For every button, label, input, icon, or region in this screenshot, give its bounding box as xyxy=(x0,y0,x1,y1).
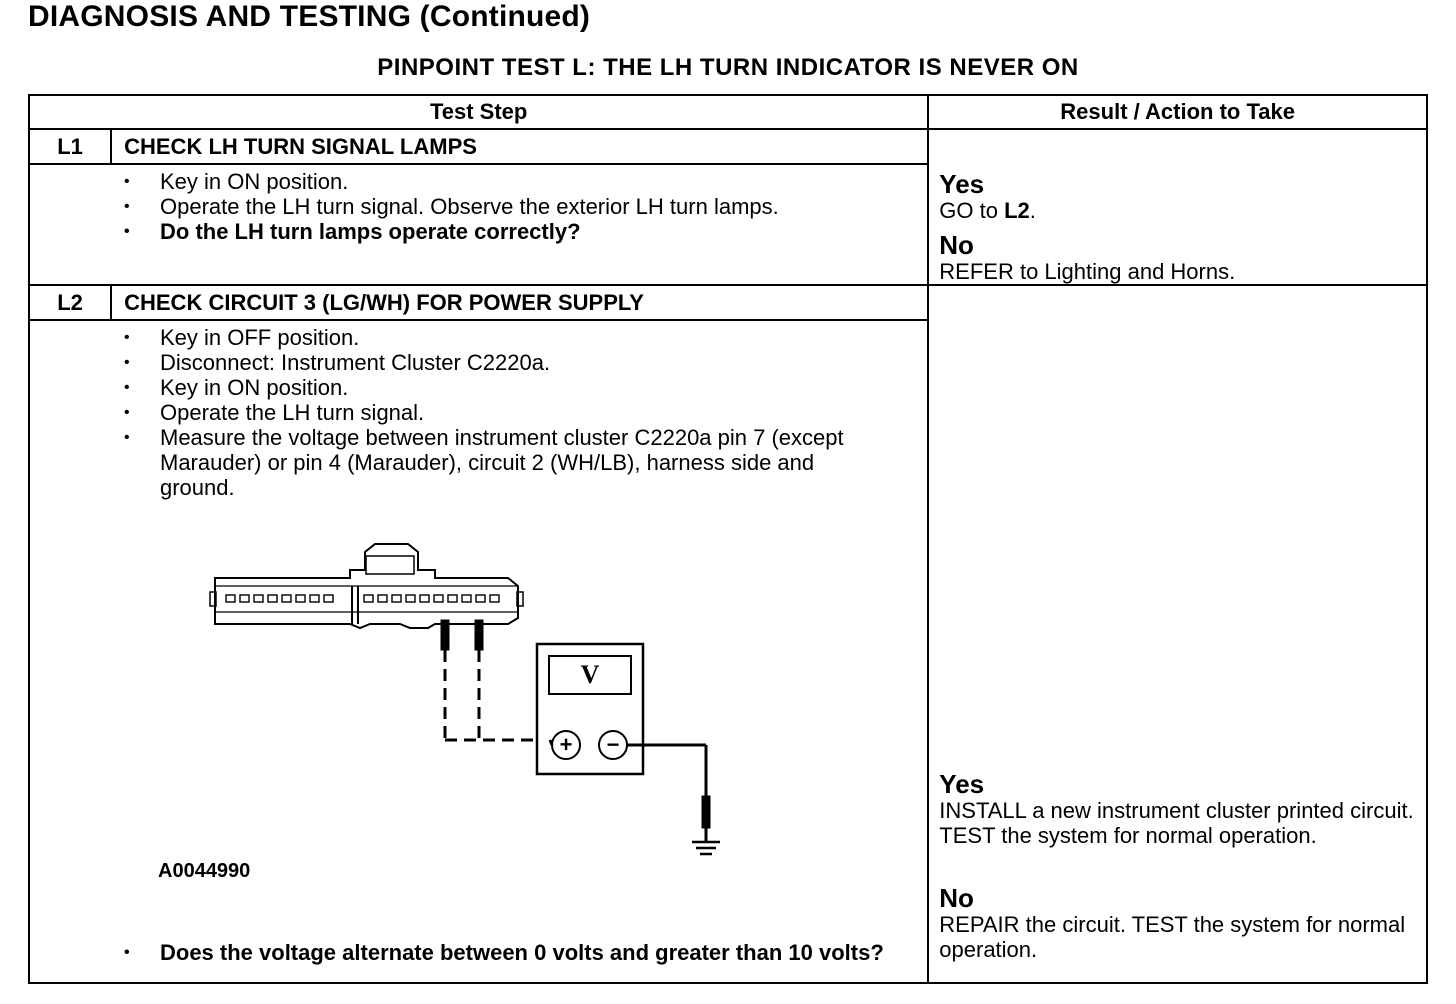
page-header: DIAGNOSIS AND TESTING (Continued) xyxy=(28,0,591,33)
step-l1-no-action: REFER to Lighting and Horns. xyxy=(939,259,1236,284)
step-l2-yes-label: Yes xyxy=(939,769,985,799)
table-header-row: Test Step Result / Action to Take xyxy=(27,94,1428,130)
ground-lead xyxy=(627,743,711,842)
step-l2-question: Does the voltage alternate between 0 vol… xyxy=(30,940,927,965)
step-l1-yes-ref: L2 xyxy=(1004,198,1030,223)
step-l1-question: Do the LH turn lamps operate correctly? xyxy=(30,219,927,244)
step-l1-yes-label: Yes xyxy=(939,169,985,199)
list-item: Disconnect: Instrument Cluster C2220a. xyxy=(30,350,927,375)
step-l1-bullet-list: Key in ON position. Operate the LH turn … xyxy=(30,165,927,244)
ground-icon xyxy=(692,840,720,856)
step-l1-body: Key in ON position. Operate the LH turn … xyxy=(27,163,930,286)
connector-voltmeter-illustration: V + − xyxy=(209,543,720,856)
voltmeter-display-label: V xyxy=(581,660,600,689)
voltmeter-diagram: V + − xyxy=(30,500,927,940)
connector-pins xyxy=(225,594,500,603)
step-l2-body: Key in OFF position. Disconnect: Instrum… xyxy=(27,319,930,984)
step-l1-result: Yes GO to L2. No REFER to Lighting and H… xyxy=(927,128,1428,286)
step-l1-body-row: Key in ON position. Operate the LH turn … xyxy=(27,163,1427,286)
step-l1-title-row: L1 CHECK LH TURN SIGNAL LAMPS Yes GO to … xyxy=(27,128,1428,286)
meter-probes xyxy=(440,619,550,742)
list-item: Key in OFF position. xyxy=(30,325,927,350)
step-l2-question-list: Does the voltage alternate between 0 vol… xyxy=(30,940,927,965)
connector-c2220a xyxy=(209,543,524,630)
step-l1-title: CHECK LH TURN SIGNAL LAMPS xyxy=(110,128,930,165)
column-header-result: Result / Action to Take xyxy=(927,94,1428,130)
voltmeter-minus-terminal: − xyxy=(607,732,620,757)
step-l2-yes-action: INSTALL a new instrument cluster printed… xyxy=(939,798,1414,848)
step-l2-title-row: L2 CHECK CIRCUIT 3 (LG/WH) FOR POWER SUP… xyxy=(27,284,1428,984)
list-item: Operate the LH turn signal. xyxy=(30,400,927,425)
list-item: Measure the voltage between instrument c… xyxy=(30,425,927,500)
step-l2-no-action: REPAIR the circuit. TEST the system for … xyxy=(939,912,1406,962)
list-item: Key in ON position. xyxy=(30,169,927,194)
step-l2-id: L2 xyxy=(27,284,113,321)
list-item: Key in ON position. xyxy=(30,375,927,400)
step-l1-yes-action: GO to L2. xyxy=(939,198,1036,223)
step-l2-bullet-list: Key in OFF position. Disconnect: Instrum… xyxy=(30,321,927,500)
step-l2-title: CHECK CIRCUIT 3 (LG/WH) FOR POWER SUPPLY xyxy=(110,284,930,321)
voltmeter: V + − xyxy=(535,642,645,776)
list-item: Operate the LH turn signal. Observe the … xyxy=(30,194,927,219)
figure-id: A0044990 xyxy=(158,860,251,882)
step-l2-no-label: No xyxy=(939,883,974,913)
pinpoint-test-table: Test Step Result / Action to Take L1 CHE… xyxy=(27,94,1428,984)
column-header-test-step: Test Step xyxy=(27,94,930,130)
voltmeter-plus-terminal: + xyxy=(560,732,573,757)
pinpoint-test-title: PINPOINT TEST L: THE LH TURN INDICATOR I… xyxy=(377,54,1079,81)
step-l2-result: Yes INSTALL a new instrument cluster pri… xyxy=(927,284,1428,984)
step-l1-id: L1 xyxy=(27,128,113,165)
step-l2-body-row: Key in OFF position. Disconnect: Instrum… xyxy=(27,319,1427,984)
step-l1-no-label: No xyxy=(939,230,974,260)
